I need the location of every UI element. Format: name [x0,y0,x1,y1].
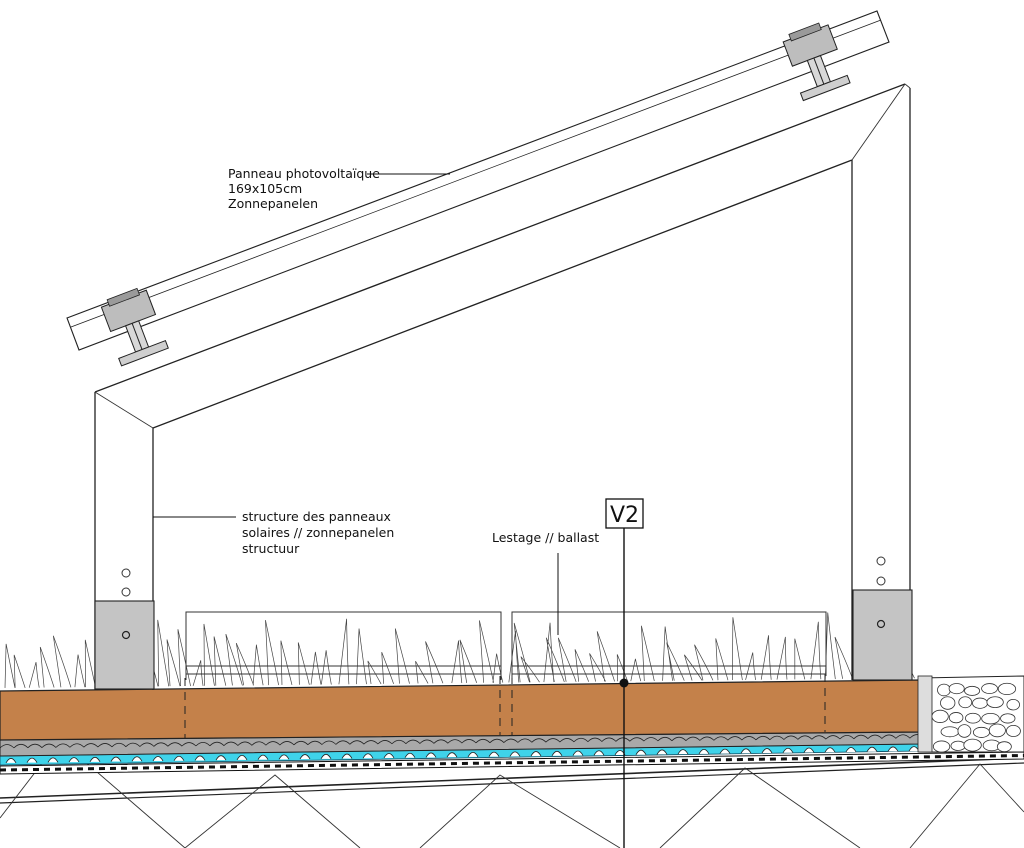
label-solar-panel: Panneau photovoltaïque 169x105cm Zonnepa… [228,166,450,211]
section-marker-v2: V2 [605,498,644,848]
structure-label-line2: solaires // zonnepanelen [242,525,394,540]
roof-deck-slab [0,739,1024,848]
mount-block-left [94,568,155,690]
label-frame-structure: structure des panneaux solaires // zonne… [153,509,394,556]
label-ballast: Lestage // ballast [492,530,599,635]
structure-label-line1: structure des panneaux [242,509,391,524]
panel-clamp-left [100,287,169,367]
gravel-edge [917,675,1024,753]
ballast-tray-right [511,611,827,678]
ballast-label: Lestage // ballast [492,530,599,545]
section-tag-text: V2 [610,503,639,528]
structure-label-line3: structuur [242,541,300,556]
panel-clamp-right [782,22,851,102]
panel-label-line3: Zonnepanelen [228,196,318,211]
panel-label-line2: 169x105cm [228,181,302,196]
panel-label-line1: Panneau photovoltaïque [228,166,380,181]
ballast-tray-left [185,611,502,680]
mount-block-right [852,556,913,681]
solar-panel [66,10,890,351]
waterproofing-membrane [0,751,1024,775]
